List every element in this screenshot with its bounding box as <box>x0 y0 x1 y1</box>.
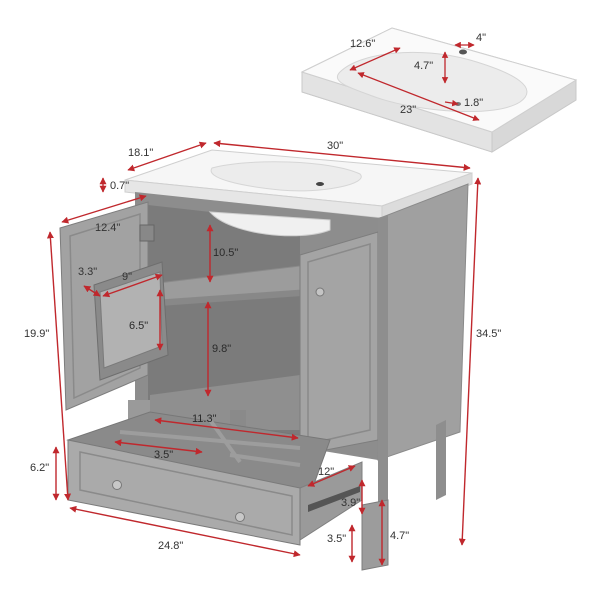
label-drawer-box-height: 3.9" <box>341 497 361 509</box>
dim-line-drawer-depth <box>307 465 356 487</box>
label-cabinet-depth: 18.1" <box>128 147 154 159</box>
dim-line-drawer-inner-width <box>154 417 299 441</box>
label-lower-clearance: 9.8" <box>212 343 232 355</box>
label-sink-bowl-front: 4.7" <box>414 60 434 72</box>
dim-line-shelf-depth <box>83 285 101 297</box>
dim-line-sink-drain <box>444 99 459 107</box>
hinge-icon <box>139 224 155 242</box>
dim-line-sink-width <box>357 72 480 121</box>
label-cabinet-width: 30" <box>327 140 344 152</box>
label-upper-clearance: 10.5" <box>213 247 239 259</box>
drawer-knob-left-icon <box>112 480 122 490</box>
label-overall-height: 34.5" <box>476 328 502 340</box>
front-right-leg <box>361 499 389 571</box>
label-sink-faucet-width: 4" <box>476 32 487 44</box>
label-sink-drain: 1.8" <box>464 97 484 109</box>
right-door <box>299 231 379 456</box>
faucet-hole-icon <box>459 49 467 55</box>
label-door-height: 19.9" <box>24 328 50 340</box>
label-shelf-depth: 3.3" <box>78 266 98 278</box>
dim-line-cabinet-depth <box>127 141 207 172</box>
label-drawer-depth: 12" <box>318 466 335 478</box>
label-sink-bowl-width: 23" <box>400 104 417 116</box>
right-door-knob-icon <box>315 287 325 297</box>
dim-line-drawer-divider <box>114 439 203 455</box>
dim-line-overall-height <box>458 177 482 546</box>
label-top-thickness: 0.7" <box>110 180 130 192</box>
label-shelf-width: 9" <box>122 271 133 283</box>
label-shelf-height: 6.5" <box>129 320 149 332</box>
label-door-width: 12.4" <box>95 222 121 234</box>
dim-line-sink-depth <box>349 47 401 71</box>
dim-line-drawer-width <box>69 505 301 558</box>
dim-line-door-width <box>61 194 147 224</box>
label-leg-height: 4.7" <box>390 530 410 542</box>
label-leg-gap: 3.5" <box>327 533 347 545</box>
dimension-lines <box>46 140 482 566</box>
back-leg <box>436 420 446 500</box>
label-sink-depth: 12.6" <box>350 38 376 50</box>
drawer-knob-right-icon <box>235 512 245 522</box>
sink-top-view <box>300 27 578 153</box>
dim-line-cabinet-width <box>213 140 471 171</box>
label-drawer-height: 6.2" <box>30 462 50 474</box>
dim-line-door-height <box>46 231 72 501</box>
countertop-drain-icon <box>316 182 324 186</box>
label-drawer-width: 24.8" <box>158 540 184 552</box>
label-drawer-inner-width: 11.3" <box>192 413 217 425</box>
label-drawer-divider: 3.5" <box>154 449 174 461</box>
dim-line-shelf-width <box>102 273 163 298</box>
